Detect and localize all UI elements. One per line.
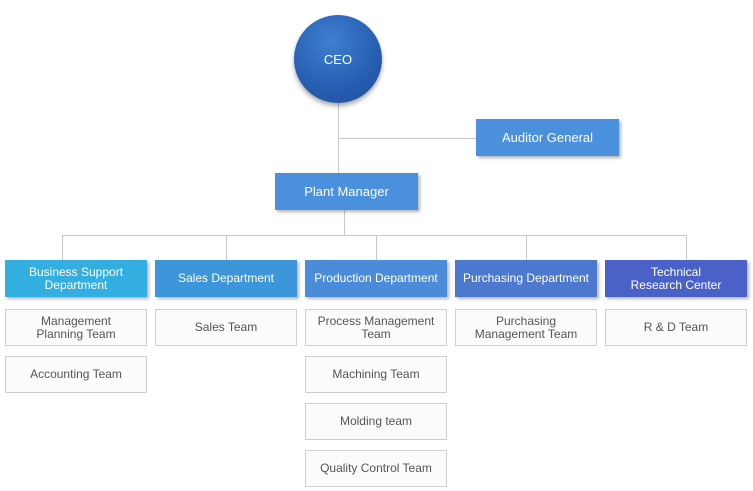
connector-bus xyxy=(62,235,687,236)
connector-auditor xyxy=(338,138,476,139)
ceo-node: CEO xyxy=(294,15,382,103)
team-node: R & D Team xyxy=(605,309,747,346)
team-node: Molding team xyxy=(305,403,447,440)
connector-drop xyxy=(62,235,63,260)
connector-drop xyxy=(226,235,227,260)
department-label: Purchasing Department xyxy=(462,271,590,285)
team-node: Machining Team xyxy=(305,356,447,393)
connector-drop xyxy=(686,235,687,260)
connector-plant-bus xyxy=(344,210,345,236)
department-node: Purchasing Department xyxy=(455,260,597,297)
department-node: Production Department xyxy=(305,260,447,297)
plant-manager-node: Plant Manager xyxy=(275,173,418,210)
team-label: Machining Team xyxy=(332,367,420,381)
team-label: R & D Team xyxy=(643,320,709,334)
team-node: Quality Control Team xyxy=(305,450,447,487)
team-node: Sales Team xyxy=(155,309,297,346)
team-node: Accounting Team xyxy=(5,356,147,393)
auditor-node: Auditor General xyxy=(476,119,619,156)
team-label: Quality Control Team xyxy=(320,461,432,475)
connector-drop xyxy=(526,235,527,260)
connector-drop xyxy=(376,235,377,260)
department-label: Production Department xyxy=(314,271,438,285)
department-label: Sales Department xyxy=(177,271,275,285)
auditor-label: Auditor General xyxy=(501,130,594,145)
team-label: Molding team xyxy=(339,414,413,428)
ceo-label: CEO xyxy=(323,51,353,67)
department-node: Sales Department xyxy=(155,260,297,297)
team-label: Sales Team xyxy=(194,320,258,334)
plant-manager-label: Plant Manager xyxy=(304,184,389,199)
team-label: Accounting Team xyxy=(30,367,122,381)
